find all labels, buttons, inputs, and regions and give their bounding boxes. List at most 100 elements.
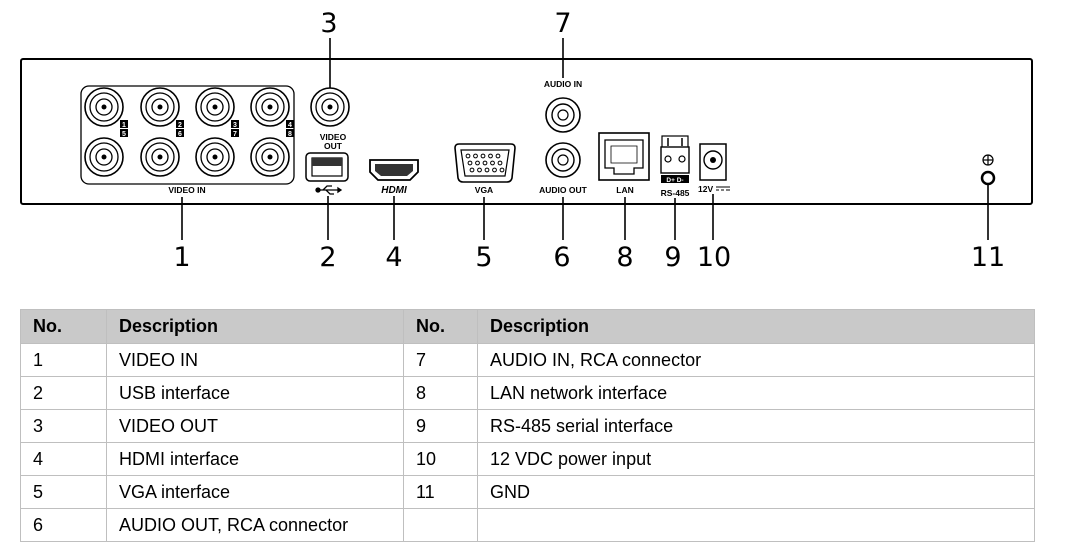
cell-description: VIDEO IN bbox=[106, 343, 404, 377]
rs485-port bbox=[660, 135, 690, 183]
callout-8: 8 bbox=[616, 242, 633, 273]
cell-description: VIDEO OUT bbox=[106, 409, 404, 443]
bnc-connector bbox=[195, 87, 235, 127]
channel-tag-number: 7 bbox=[233, 131, 237, 138]
vga-pin bbox=[484, 167, 490, 173]
bnc-video-in-ports bbox=[84, 87, 290, 177]
callout-11: 11 bbox=[971, 242, 1005, 273]
video-in-group: 1 5 2 6 3 7 4 8 VIDEO IN bbox=[80, 85, 295, 195]
header-no-left: No. bbox=[20, 309, 107, 344]
channel-tag-box bbox=[176, 120, 184, 128]
vga-pin bbox=[497, 160, 503, 166]
cell-description: AUDIO OUT, RCA connector bbox=[106, 508, 404, 542]
audio-out-label: AUDIO OUT bbox=[539, 185, 588, 195]
usb-port bbox=[305, 152, 349, 182]
bnc-connector bbox=[84, 87, 124, 127]
channel-tag-number: 1 bbox=[122, 122, 126, 129]
cell-description: 12 VDC power input bbox=[477, 442, 1035, 476]
vga-pin bbox=[482, 160, 488, 166]
cell-no: 2 bbox=[20, 376, 107, 410]
vga-pins bbox=[465, 153, 505, 173]
vga-pin bbox=[473, 153, 478, 159]
cell-no: 11 bbox=[403, 475, 478, 509]
table-row: 5 VGA interface 11 GND bbox=[20, 475, 1035, 509]
header-description-left: Description bbox=[106, 309, 404, 344]
table-header-row: No. Description No. Description bbox=[20, 309, 1035, 344]
bnc-connector bbox=[250, 137, 290, 177]
cell-no: 3 bbox=[20, 409, 107, 443]
cell-no: 10 bbox=[403, 442, 478, 476]
lan-label: LAN bbox=[616, 185, 633, 195]
cell-no: 9 bbox=[403, 409, 478, 443]
channel-tag-box bbox=[286, 120, 294, 128]
channel-number-tags: 1 5 2 6 3 7 4 8 bbox=[120, 120, 294, 138]
hdmi-label: HDMI bbox=[381, 185, 407, 196]
vga-port bbox=[454, 143, 516, 183]
cell-no: 5 bbox=[20, 475, 107, 509]
bnc-connector bbox=[140, 137, 180, 177]
audio-in-port bbox=[545, 97, 581, 133]
cell-no bbox=[403, 508, 478, 542]
vga-pin bbox=[480, 153, 486, 159]
cell-no: 6 bbox=[20, 508, 107, 542]
callout-7: 7 bbox=[554, 8, 571, 39]
bnc-connector bbox=[84, 137, 124, 177]
callout-4: 4 bbox=[385, 242, 402, 273]
channel-tag-number: 3 bbox=[233, 122, 237, 129]
channel-tag-number: 5 bbox=[122, 131, 126, 138]
table-row: 3 VIDEO OUT 9 RS-485 serial interface bbox=[20, 409, 1035, 443]
vga-pin bbox=[467, 160, 473, 166]
lan-port bbox=[598, 132, 650, 181]
table-row: 2 USB interface 8 LAN network interface bbox=[20, 376, 1035, 410]
rear-panel bbox=[20, 58, 1033, 205]
vga-pin bbox=[475, 160, 480, 166]
hdmi-port bbox=[369, 159, 419, 181]
gnd-terminal bbox=[980, 170, 996, 186]
usb-symbol-icon bbox=[315, 185, 343, 195]
video-out-label-2: OUT bbox=[324, 141, 343, 151]
cell-description: AUDIO IN, RCA connector bbox=[477, 343, 1035, 377]
power-label: 12V bbox=[698, 184, 713, 194]
cell-description: VGA interface bbox=[106, 475, 404, 509]
channel-tag-number: 8 bbox=[288, 131, 292, 138]
table-row: 4 HDMI interface 10 12 VDC power input bbox=[20, 442, 1035, 476]
vga-pin bbox=[490, 160, 495, 166]
rs485-pins-label: D+ D- bbox=[666, 177, 683, 184]
vga-pin bbox=[469, 167, 475, 173]
audio-in-label: AUDIO IN bbox=[544, 79, 582, 89]
bnc-connector bbox=[195, 137, 235, 177]
callout-2: 2 bbox=[319, 242, 336, 273]
table-row: 1 VIDEO IN 7 AUDIO IN, RCA connector bbox=[20, 343, 1035, 377]
rs485-label: RS-485 bbox=[661, 188, 690, 198]
cell-no: 1 bbox=[20, 343, 107, 377]
callout-3: 3 bbox=[320, 8, 337, 39]
table-row: 6 AUDIO OUT, RCA connector bbox=[20, 508, 1035, 542]
channel-tag-number: 6 bbox=[178, 131, 182, 138]
ground-symbol-icon bbox=[982, 154, 994, 166]
video-out-port bbox=[310, 87, 350, 127]
channel-tag-box bbox=[120, 120, 128, 128]
callout-1: 1 bbox=[173, 242, 190, 273]
vga-label: VGA bbox=[475, 185, 493, 195]
channel-tag-number: 2 bbox=[178, 122, 182, 129]
header-description-right: Description bbox=[477, 309, 1035, 344]
cell-description: LAN network interface bbox=[477, 376, 1035, 410]
vga-pin bbox=[499, 167, 505, 173]
channel-tag-box bbox=[231, 129, 239, 137]
callout-5: 5 bbox=[475, 242, 492, 273]
cell-description bbox=[477, 508, 1035, 542]
channel-tag-box bbox=[286, 129, 294, 137]
vga-pin bbox=[495, 153, 501, 159]
channel-tag-box bbox=[231, 120, 239, 128]
vga-pin bbox=[477, 167, 482, 173]
video-in-label: VIDEO IN bbox=[168, 185, 205, 195]
description-table: No. Description No. Description 1 VIDEO … bbox=[20, 309, 1035, 542]
vga-pin bbox=[492, 167, 497, 173]
channel-tag-number: 4 bbox=[288, 122, 292, 129]
cell-no: 8 bbox=[403, 376, 478, 410]
cell-no: 4 bbox=[20, 442, 107, 476]
callout-9: 9 bbox=[664, 242, 681, 273]
leader-lines bbox=[181, 38, 989, 240]
bnc-connector bbox=[250, 87, 290, 127]
channel-tag-box bbox=[120, 129, 128, 137]
